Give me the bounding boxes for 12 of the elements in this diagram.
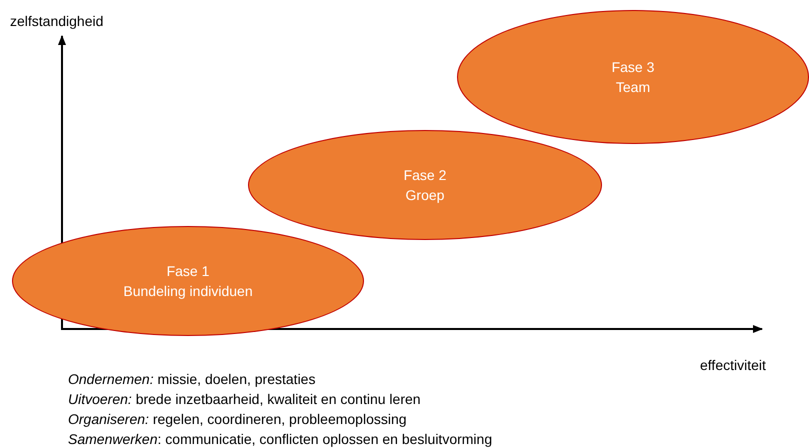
axis-label: zelfstandigheid (10, 12, 104, 30)
note-line: Organiseren: regelen, coordineren, probleemoplossing (68, 410, 407, 428)
axis-label: effectiviteit (700, 356, 766, 374)
phase-name: Bundeling individuen (123, 282, 253, 301)
note-line: Samenwerken: communicatie, conflicten oplossen en besluitvorming (68, 430, 492, 448)
phase-title: Fase 2 (404, 166, 446, 185)
phase-name: Team (616, 78, 650, 97)
note-line: Ondernemen: missie, doelen, prestaties (68, 370, 316, 388)
phase-name: Groep (406, 186, 444, 205)
phase-title: Fase 3 (612, 58, 654, 77)
note-line: Uitvoeren: brede inzetbaarheid, kwaliteit en continu leren (68, 390, 421, 408)
phase-title: Fase 1 (166, 262, 210, 281)
